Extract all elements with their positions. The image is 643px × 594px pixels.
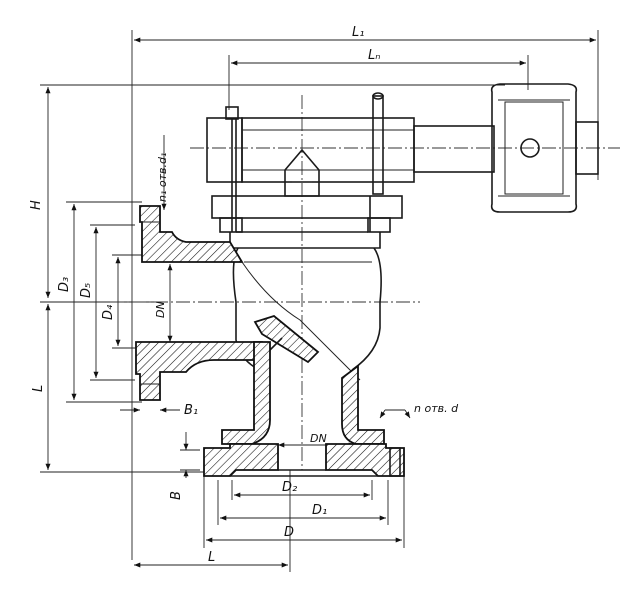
label-n1-holes: n₁ отв.d₁	[156, 153, 169, 202]
label-d1: D₁	[312, 503, 327, 518]
center-lines	[110, 95, 620, 470]
label-l-bottom: L	[208, 550, 215, 565]
label-d2: D₂	[282, 480, 297, 495]
bottom-flange-section	[203, 443, 405, 477]
dimension-labels: L₁ Lₙ H n₁ отв.d₁ D₃ D₅ D₄ DN L B₁ n отв…	[29, 25, 459, 565]
label-l-left: L	[31, 385, 46, 392]
actuator-assembly	[206, 83, 599, 232]
label-n-holes: n отв. d	[414, 402, 459, 415]
left-flange-section	[135, 205, 263, 401]
bonnet	[211, 195, 403, 373]
label-dn-horizontal: DN	[310, 432, 327, 445]
label-d4: D₄	[101, 304, 116, 320]
label-d3: D₃	[57, 277, 72, 292]
valve-internals	[221, 261, 385, 445]
label-dn-vertical: DN	[154, 301, 167, 318]
label-b: B	[169, 491, 184, 500]
label-d: D	[284, 525, 294, 540]
label-d5: D₅	[79, 283, 94, 298]
label-l1: L₁	[352, 25, 364, 40]
label-h: H	[29, 200, 44, 210]
label-ln: Lₙ	[368, 48, 380, 63]
label-b1: B₁	[184, 403, 198, 418]
dimension-lines	[40, 30, 599, 572]
